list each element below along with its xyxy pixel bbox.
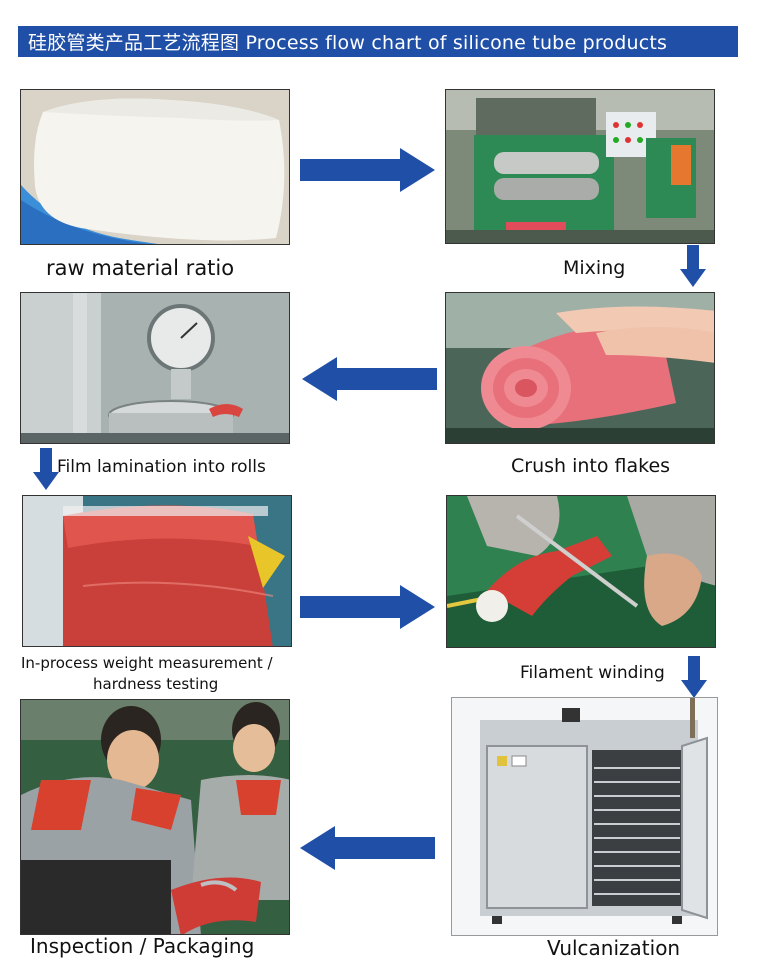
- step-label-film-lamination: Film lamination into rolls: [57, 457, 266, 477]
- step-label-mixing: Mixing: [563, 257, 626, 279]
- step-label-filament-winding: Filament winding: [520, 663, 665, 683]
- arrow-right-icon: [300, 585, 435, 629]
- page-title-text: 硅胶管类产品工艺流程图 Process flow chart of silico…: [28, 32, 668, 54]
- step-label-crush-flakes: Crush into flakes: [511, 455, 671, 477]
- arrow-left-icon: [302, 357, 437, 401]
- vulcanization-oven-photo: [451, 697, 718, 936]
- arrow-down-icon: [33, 448, 59, 490]
- step-label-vulcanization: Vulcanization: [547, 936, 681, 960]
- filament-winding-photo: [446, 495, 716, 648]
- step-label-weight-line1: In-process weight measurement /: [21, 654, 273, 672]
- arrow-down-icon: [680, 245, 706, 287]
- raw-material-photo: [20, 89, 290, 245]
- weight-measurement-photo: [22, 495, 292, 647]
- step-label-weight-line2: hardness testing: [93, 675, 219, 693]
- step-label-raw-material: raw material ratio: [46, 256, 235, 280]
- film-lamination-photo: [20, 292, 290, 444]
- step-label-inspection-packaging: Inspection / Packaging: [30, 934, 255, 958]
- crush-flakes-photo: [445, 292, 715, 444]
- page-title: 硅胶管类产品工艺流程图 Process flow chart of silico…: [18, 26, 738, 57]
- arrow-down-icon: [681, 656, 707, 698]
- arrow-left-icon: [300, 826, 435, 870]
- inspection-packaging-photo: [20, 699, 290, 935]
- arrow-right-icon: [300, 148, 435, 192]
- mixing-machine-photo: [445, 89, 715, 244]
